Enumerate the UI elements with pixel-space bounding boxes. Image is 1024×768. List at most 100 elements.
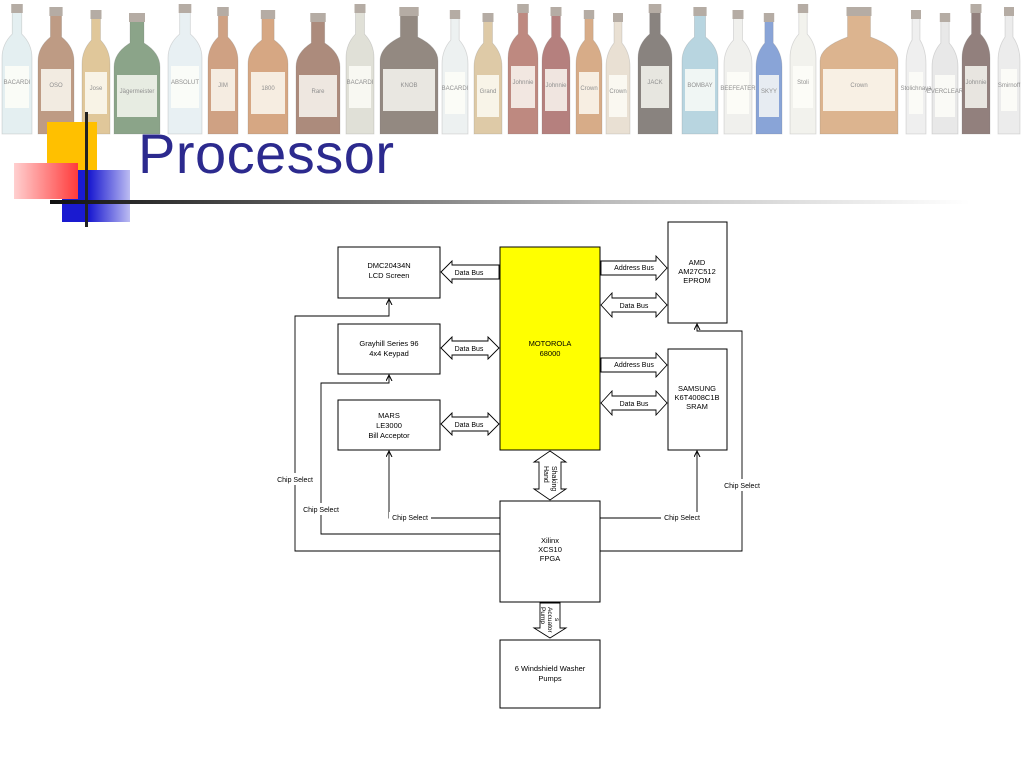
chip-select-wires: [294, 300, 743, 552]
decor-horizontal-rule: [50, 200, 970, 204]
bill-brand-label: MARS: [378, 411, 400, 420]
bottle-label: Crown: [850, 83, 867, 89]
bottle-label: Stolichnaya: [900, 86, 932, 92]
sram-brand-label: SAMSUNG: [678, 384, 716, 393]
bottle-label: BACARDI: [4, 80, 31, 86]
fpga-model-label: XCS10: [538, 545, 562, 554]
bottle-label: Johnnie: [545, 83, 567, 89]
bill-model-label: LE3000: [376, 421, 402, 430]
bottle: JACK: [637, 4, 673, 135]
bottle: Jose: [81, 10, 111, 135]
bottle: SKYY: [755, 13, 783, 135]
bottle: BEEFEATER: [720, 10, 756, 135]
chip-select-label-bill: Chip Select: [392, 515, 428, 522]
eprom-brand-label: AMD: [689, 258, 706, 267]
accuator-label: Accuator: [546, 607, 553, 633]
bottle-label: KNOB: [400, 83, 417, 89]
processor-block: MOTOROLA 68000: [499, 246, 601, 451]
bottle: Crown: [575, 10, 603, 135]
bottle: ABSOLUT: [167, 4, 203, 135]
handshaking-label-shaking: Shaking: [550, 466, 557, 491]
bottle: Johnnie: [961, 4, 991, 135]
bottle: Jägermeister: [113, 13, 161, 135]
eprom-block: AMD AM27C512 EPROM: [667, 221, 728, 324]
bottle-label: ABSOLUT: [171, 80, 199, 86]
bottle-label: Stoli: [797, 80, 809, 86]
bottle-label: JIM: [218, 83, 228, 89]
chip-select-label-lcd: Chip Select: [277, 477, 313, 484]
bottle: EVERCLEAR: [927, 13, 964, 135]
keypad-name-label: 4x4 Keypad: [369, 349, 409, 358]
lcd-screen-block: DMC20434N LCD Screen: [337, 246, 441, 299]
bottle: Crown: [819, 7, 899, 135]
bottle: Smirnoff: [997, 7, 1020, 135]
sram-model-label: K6T4008C1B: [674, 393, 719, 402]
bottle-label: Johnnie: [965, 80, 987, 86]
bottle: BACARDI: [441, 10, 469, 135]
sram-data-bus-label: Data Bus: [620, 401, 649, 408]
decor-red-square: [14, 163, 78, 199]
lcd-data-bus-arrow: [440, 259, 500, 285]
keypad-data-bus-label: Data Bus: [455, 346, 484, 353]
keypad-data-bus-arrow: [440, 335, 500, 361]
lcd-model-label: DMC20434N: [367, 261, 410, 270]
bill-name-label: Bill Acceptor: [368, 431, 410, 440]
bill-acceptor-block: MARS LE3000 Bill Acceptor: [337, 399, 441, 451]
slide-title: Processor: [138, 122, 395, 185]
handshaking-label-hand: Hand: [542, 466, 549, 483]
pumps-name-label: Pumps: [538, 674, 562, 683]
bottle-label: Johnnie: [512, 80, 534, 86]
bottle: 1800: [247, 10, 289, 135]
decor-yellow-square: [47, 122, 97, 170]
bottle-label: BEEFEATER: [720, 86, 756, 92]
bottle-label: 1800: [261, 86, 275, 92]
chip-select-label-sram: Chip Select: [664, 515, 700, 522]
sram-address-bus-label: Address Bus: [614, 362, 654, 369]
lcd-name-label: LCD Screen: [369, 271, 410, 280]
chip-select-label-keypad: Chip Select: [303, 507, 339, 514]
eprom-type-label: EPROM: [683, 276, 711, 285]
bill-data-bus-label: Data Bus: [455, 422, 484, 429]
cpu-model-label: 68000: [540, 349, 561, 358]
eprom-data-bus-arrow: [600, 291, 668, 319]
bottle-label: OSO: [49, 83, 63, 89]
eprom-address-bus-label: Address Bus: [614, 265, 654, 272]
bill-data-bus-arrow: [440, 411, 500, 437]
pump-accuator-arrow: [532, 602, 568, 639]
bottle: OSO: [37, 7, 75, 135]
pump-label: Pump: [539, 607, 546, 624]
chip-select-label-eprom: Chip Select: [724, 483, 760, 490]
bottle: BOMBAY: [681, 7, 719, 135]
handshaking-arrow: [532, 450, 568, 501]
bottle-label: Grand: [480, 89, 497, 95]
eprom-address-bus-arrow: [600, 254, 668, 282]
fpga-block: Xilinx XCS10 FPGA: [499, 500, 601, 603]
keypad-model-label: Grayhill Series 96: [359, 339, 418, 348]
bottle-label: EVERCLEAR: [927, 89, 964, 95]
bottle: BACARDI: [1, 4, 33, 135]
keypad-block: Grayhill Series 96 4x4 Keypad: [337, 323, 441, 375]
bottle: Rare: [295, 13, 341, 135]
decor-vertical-rule: [85, 112, 88, 227]
sram-type-label: SRAM: [686, 402, 708, 411]
sram-address-bus-arrow: [600, 351, 668, 379]
bottle: KNOB: [379, 7, 439, 135]
bottle: Crown: [605, 13, 631, 135]
fpga-brand-label: Xilinx: [541, 536, 559, 545]
bottle: BACARDI: [345, 4, 375, 135]
eprom-model-label: AM27C512: [678, 267, 716, 276]
bottle: Stolichnaya: [900, 10, 932, 135]
bottle-label: JACK: [647, 80, 662, 86]
eprom-data-bus-label: Data Bus: [620, 303, 649, 310]
lcd-data-bus-label: Data Bus: [455, 270, 484, 277]
bottle: Johnnie: [507, 4, 539, 135]
sram-block: SAMSUNG K6T4008C1B SRAM: [667, 348, 728, 451]
bottle-label: BACARDI: [347, 80, 374, 86]
fpga-type-label: FPGA: [540, 554, 560, 563]
bottle-label: Crown: [609, 89, 626, 95]
cpu-brand-label: MOTOROLA: [529, 339, 572, 348]
bottle-label: BACARDI: [442, 86, 469, 92]
